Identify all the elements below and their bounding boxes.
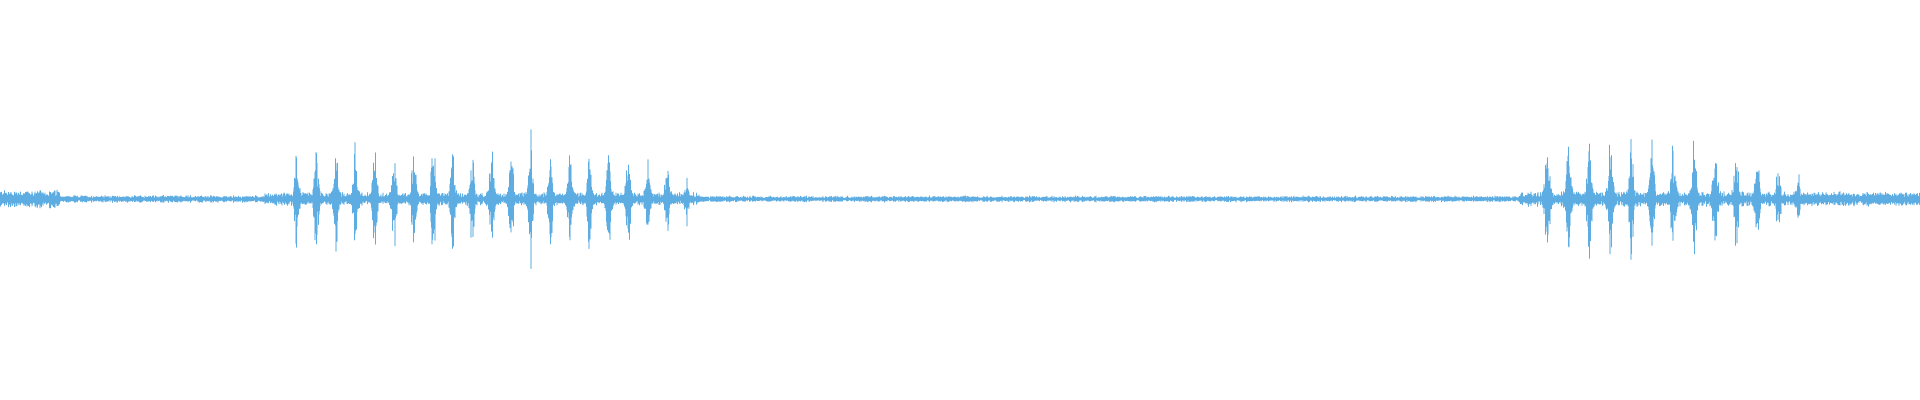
waveform-path	[0, 129, 1920, 269]
